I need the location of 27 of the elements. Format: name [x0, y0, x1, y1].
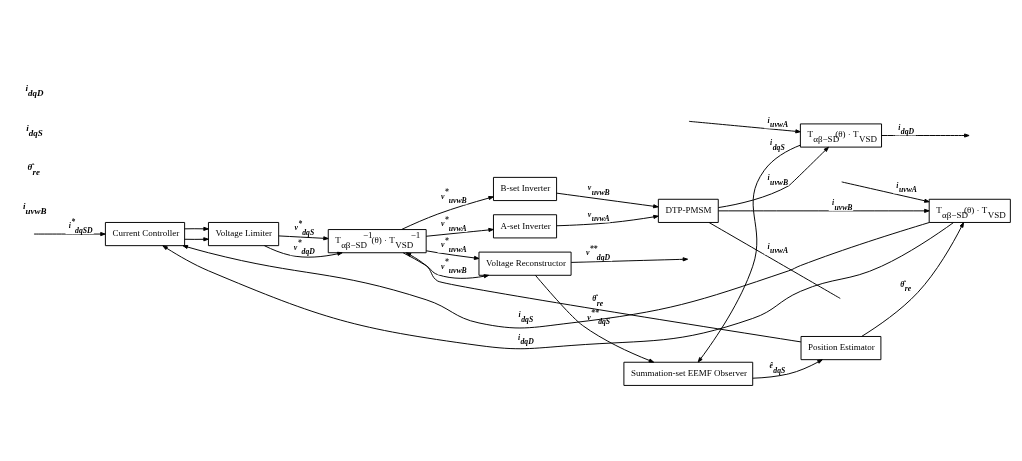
arrow — [277, 234, 329, 240]
arrow — [717, 208, 930, 213]
arrow — [405, 251, 801, 342]
arrow — [860, 221, 964, 337]
arrow — [263, 244, 343, 258]
arrow — [425, 249, 479, 260]
arrow — [717, 146, 829, 208]
arrow — [534, 274, 654, 363]
arrow — [880, 132, 970, 138]
arrow — [425, 227, 494, 237]
arrow — [33, 231, 106, 236]
arrow — [697, 144, 801, 363]
node-box: Voltage Limiter — [207, 221, 279, 246]
arrow — [402, 251, 489, 279]
arrow — [183, 236, 209, 241]
node-box: Current Controller — [104, 221, 185, 246]
node-box: B-set Inverter — [492, 176, 557, 201]
connector — [708, 221, 841, 299]
arrow — [688, 120, 801, 133]
node-box: A-set Inverter — [492, 213, 557, 238]
node-box: Summation-set EEMF Observer — [622, 361, 753, 386]
arrow — [555, 192, 659, 208]
node-box: Position Estimator — [800, 335, 881, 360]
arrow — [570, 256, 688, 263]
arrow — [555, 214, 659, 226]
node-box: DTP-PMSM — [657, 198, 719, 223]
arrow — [183, 226, 209, 231]
